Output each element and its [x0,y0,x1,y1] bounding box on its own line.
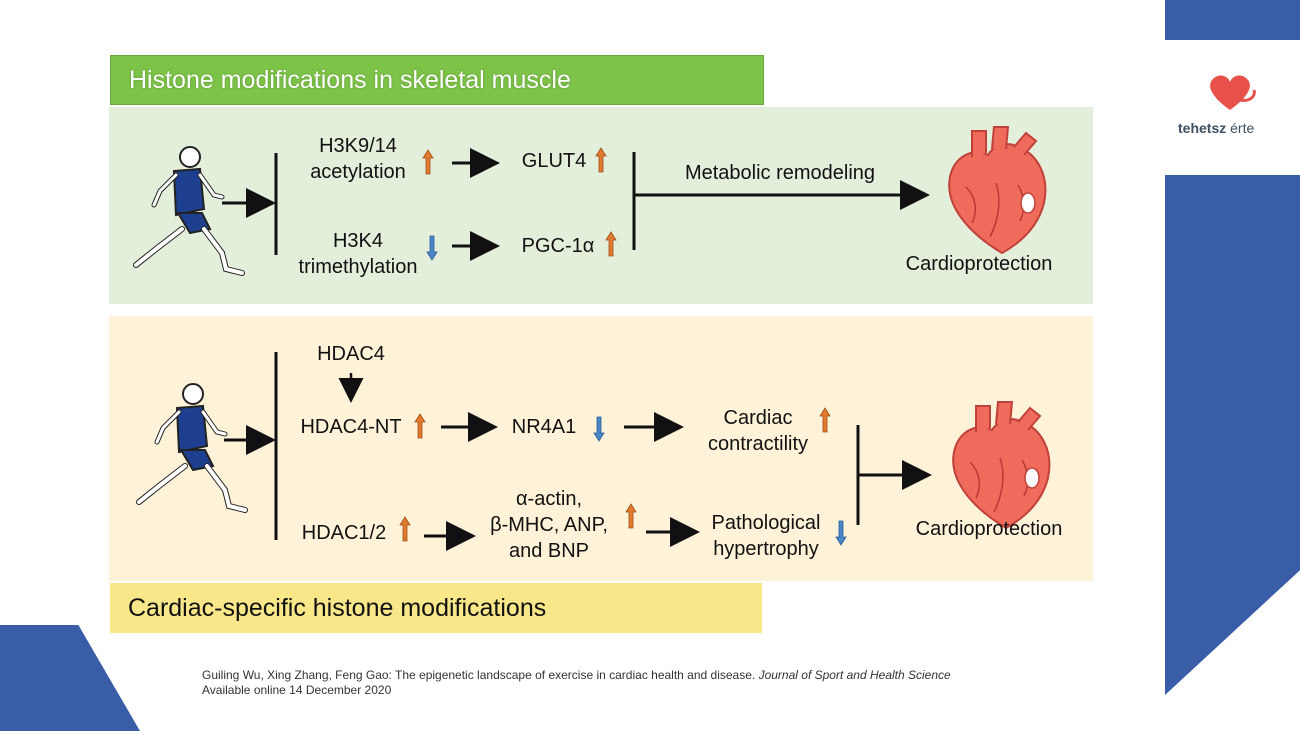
label-cardioprotection-bottom: Cardioprotection [915,518,1063,540]
logo-word-light: érte [1230,120,1255,136]
citation-line1: Guiling Wu, Xing Zhang, Feng Gao: The ep… [202,668,951,683]
label-hypertrophy-line2: hypertrophy [713,538,819,560]
bottom-panel-header: Cardiac-specific histone modifications [110,583,762,633]
up-arrow-icon-hdac4nt [414,413,426,439]
deco-top-right-bar [1165,0,1300,40]
running-man-icon-top [136,147,242,273]
label-hypertrophy-line1: Pathological [711,512,821,534]
label-h3k9-14: H3K9/14 acetylation [293,133,423,185]
up-arrow-icon-acetylation [422,149,434,175]
label-glut4: GLUT4 [521,150,587,172]
heart-icon-bottom [952,401,1051,529]
label-hdac4-nt: HDAC4-NT [300,416,402,438]
citation-authors-title: Guiling Wu, Xing Zhang, Feng Gao: The ep… [202,668,759,682]
label-cardiac-contractility: Cardiac contractility [690,405,826,457]
heart-icon-top [948,126,1047,254]
label-metabolic-remodeling: Metabolic remodeling [684,162,876,184]
up-arrow-icon-hdac12 [399,516,411,542]
label-genes-line1: α-actin, [515,488,583,510]
label-h3k4: H3K4 trimethylation [283,228,433,280]
label-h3k9-14-line2: acetylation [310,161,406,183]
label-genes: α-actin, β-MHC, ANP, and BNP [474,486,624,564]
down-arrow-icon-nr4a1 [593,416,605,442]
down-arrow-icon-hypertrophy [835,520,847,546]
up-arrow-icon-genes [625,503,637,529]
label-h3k9-14-line1: H3K9/14 [319,135,397,157]
label-contractility-line1: Cardiac [723,407,793,429]
up-arrow-icon-pgc [605,231,617,257]
citation-journal: Journal of Sport and Health Science [758,668,951,682]
up-arrow-icon-glut4 [595,147,607,173]
running-man-icon-bottom [139,384,245,510]
citation: Guiling Wu, Xing Zhang, Feng Gao: The ep… [202,668,951,698]
label-contractility-line2: contractility [707,433,809,455]
label-genes-line3: and BNP [508,540,590,562]
label-h3k4-line1: H3K4 [332,230,384,252]
label-nr4a1: NR4A1 [511,416,577,438]
label-h3k4-line2: trimethylation [298,256,418,278]
label-pathological-hypertrophy: Pathological hypertrophy [696,510,836,562]
logo: tehetsz érte [1170,70,1295,145]
label-pgc1a: PGC-1α [521,235,595,257]
label-hdac4: HDAC4 [317,343,385,365]
label-cardioprotection-top: Cardioprotection [905,253,1053,275]
label-genes-line2: β-MHC, ANP, [490,514,608,536]
label-hdac1-2: HDAC1/2 [301,522,387,544]
citation-online: Available online 14 December 2020 [202,683,392,697]
logo-word-bold: tehetsz [1178,120,1227,136]
top-panel-header: Histone modifications in skeletal muscle [110,55,764,105]
heart-logo-icon [1210,75,1256,110]
